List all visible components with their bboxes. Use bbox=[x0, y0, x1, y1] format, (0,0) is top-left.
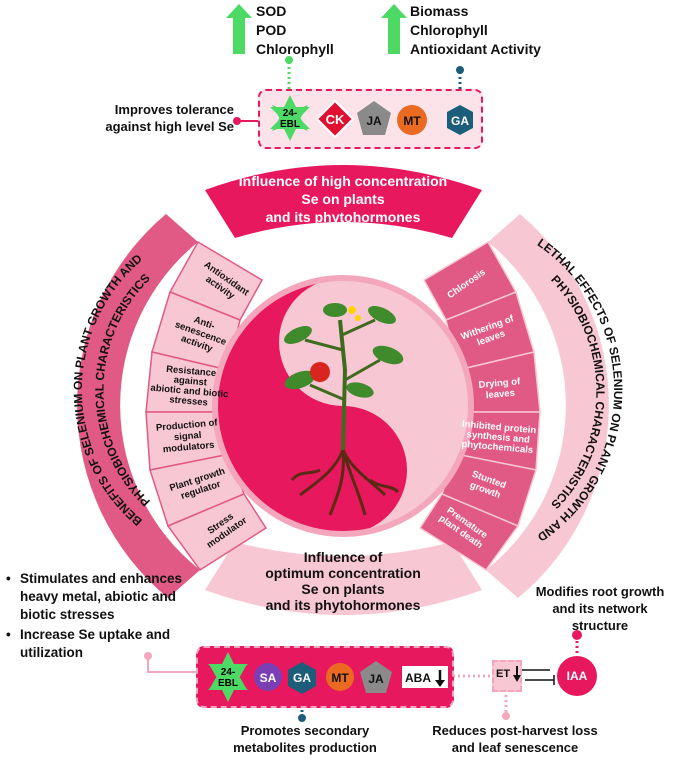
top-left-list: SOD POD Chlorophyll bbox=[256, 2, 334, 59]
root-note-line: structure bbox=[571, 618, 629, 633]
ebl-label-2: EBL bbox=[280, 119, 300, 130]
root-note: Modifies root growth and its network str… bbox=[520, 583, 680, 634]
down-arrow-icon bbox=[435, 670, 445, 687]
central-diagram: Influence of high concentration Se on pl… bbox=[71, 165, 625, 615]
down-arrow-icon bbox=[513, 666, 521, 682]
lethal-arc-band bbox=[486, 214, 609, 598]
mt-label: MT bbox=[403, 114, 421, 128]
sa-circle-icon: SA bbox=[254, 663, 282, 691]
list-item: Antioxidant Activity bbox=[410, 41, 541, 57]
lethal-label: Drying ofleaves bbox=[478, 376, 522, 402]
secondary-note: Promotes secondary metabolites productio… bbox=[210, 722, 400, 756]
ebl-star-icon: 24- EBL bbox=[270, 95, 310, 141]
postharvest-line: Reduces post-harvest loss bbox=[432, 723, 598, 738]
mt-circle-icon: MT bbox=[397, 105, 427, 135]
bullet-line: biotic stresses bbox=[20, 607, 115, 622]
optimum-hormone-icons: 24- EBL SA GA MT JA ABA bbox=[208, 652, 448, 702]
optimum-title-line: Influence of bbox=[304, 549, 383, 565]
increase-arrow-icon bbox=[381, 4, 407, 54]
ga-label: GA bbox=[451, 114, 469, 128]
root-note-line: Modifies root growth bbox=[535, 584, 665, 599]
ga-hexagon-icon: GA bbox=[288, 662, 316, 694]
benefits-arc-band bbox=[77, 214, 200, 598]
high-title-line: and its phytohormones bbox=[266, 209, 421, 225]
benefit-label: Resistanceagainstabiotic and bioticstres… bbox=[149, 363, 230, 411]
mt-circle-icon: MT bbox=[326, 663, 354, 691]
ga-label: GA bbox=[293, 671, 311, 685]
ga-hexagon-icon: GA bbox=[447, 105, 473, 135]
tolerance-note: Improves tolerance against high level Se bbox=[84, 101, 234, 135]
aba-box-icon: ABA bbox=[402, 666, 448, 688]
top-right-list: Biomass Chlorophyll Antioxidant Activity bbox=[410, 2, 541, 59]
postharvest-note: Reduces post-harvest loss and leaf senes… bbox=[415, 722, 615, 756]
benefit-label: Production ofsignalmodulators bbox=[155, 417, 220, 455]
list-item: SOD bbox=[256, 3, 287, 19]
tomato-plant-icon bbox=[284, 303, 404, 516]
bullet-line: heavy metal, abiotic and bbox=[20, 589, 177, 604]
lethal-segments bbox=[418, 240, 541, 572]
bullet-item: • Increase Se uptake and utilization bbox=[6, 626, 216, 662]
ck-diamond-icon: CK bbox=[315, 99, 355, 139]
list-item: Chlorophyll bbox=[256, 41, 334, 57]
ebl-label-1: 24- bbox=[221, 667, 235, 678]
tolerance-line: against high level Se bbox=[105, 119, 234, 134]
optimum-title-line: Se on plants bbox=[301, 581, 384, 597]
ebl-label-1: 24- bbox=[283, 108, 297, 119]
ja-pentagon-icon: JA bbox=[357, 101, 391, 135]
high-concentration-banner bbox=[205, 165, 482, 238]
bullet-line: Stimulates and enhances bbox=[20, 571, 183, 586]
iaa-label: IAA bbox=[566, 669, 588, 683]
tolerance-line: Improves tolerance bbox=[114, 102, 234, 117]
increase-arrow-icon bbox=[226, 4, 252, 54]
benefit-segments bbox=[145, 240, 268, 572]
bullet-line: utilization bbox=[20, 645, 83, 660]
bullet-item: • Stimulates and enhances heavy metal, a… bbox=[6, 570, 216, 624]
ja-label: JA bbox=[368, 672, 384, 686]
high-title-line: Se on plants bbox=[301, 191, 384, 207]
secondary-line: metabolites production bbox=[233, 740, 377, 755]
bottom-connectors bbox=[144, 630, 582, 722]
optimum-concentration-banner bbox=[205, 542, 482, 615]
lethal-label: Inhibited proteinsynthesis andphytochemi… bbox=[460, 419, 537, 456]
benefit-segment bbox=[166, 493, 268, 572]
postharvest-line: and leaf senescence bbox=[451, 740, 579, 755]
ja-pentagon-icon: JA bbox=[360, 661, 392, 693]
mt-label: MT bbox=[331, 671, 349, 685]
list-item: POD bbox=[256, 22, 287, 38]
iaa-circle-icon bbox=[557, 656, 597, 696]
ebl-star-icon: 24- EBL bbox=[208, 652, 248, 702]
list-item: Biomass bbox=[410, 3, 469, 19]
optimum-title-line: optimum concentration bbox=[265, 565, 421, 581]
high-hormone-icons: 24- EBL CK JA MT GA bbox=[270, 95, 473, 141]
aba-label: ABA bbox=[405, 671, 431, 685]
bullet-list: • Stimulates and enhances heavy metal, a… bbox=[6, 570, 216, 662]
bullet-line: Increase Se uptake and bbox=[20, 627, 171, 642]
root-note-line: and its network bbox=[552, 601, 648, 616]
list-item: Chlorophyll bbox=[410, 22, 488, 38]
ebl-label-2: EBL bbox=[218, 678, 238, 689]
ja-label: JA bbox=[366, 114, 382, 128]
sa-label: SA bbox=[260, 671, 277, 685]
optimum-title-line: and its phytohormones bbox=[266, 597, 421, 613]
lethal-segment bbox=[418, 493, 520, 572]
secondary-line: Promotes secondary bbox=[240, 723, 370, 738]
ck-label: CK bbox=[326, 112, 345, 127]
et-label: ET bbox=[496, 668, 511, 680]
high-title-line: Influence of high concentration bbox=[239, 173, 447, 189]
top-connectors bbox=[233, 56, 464, 125]
